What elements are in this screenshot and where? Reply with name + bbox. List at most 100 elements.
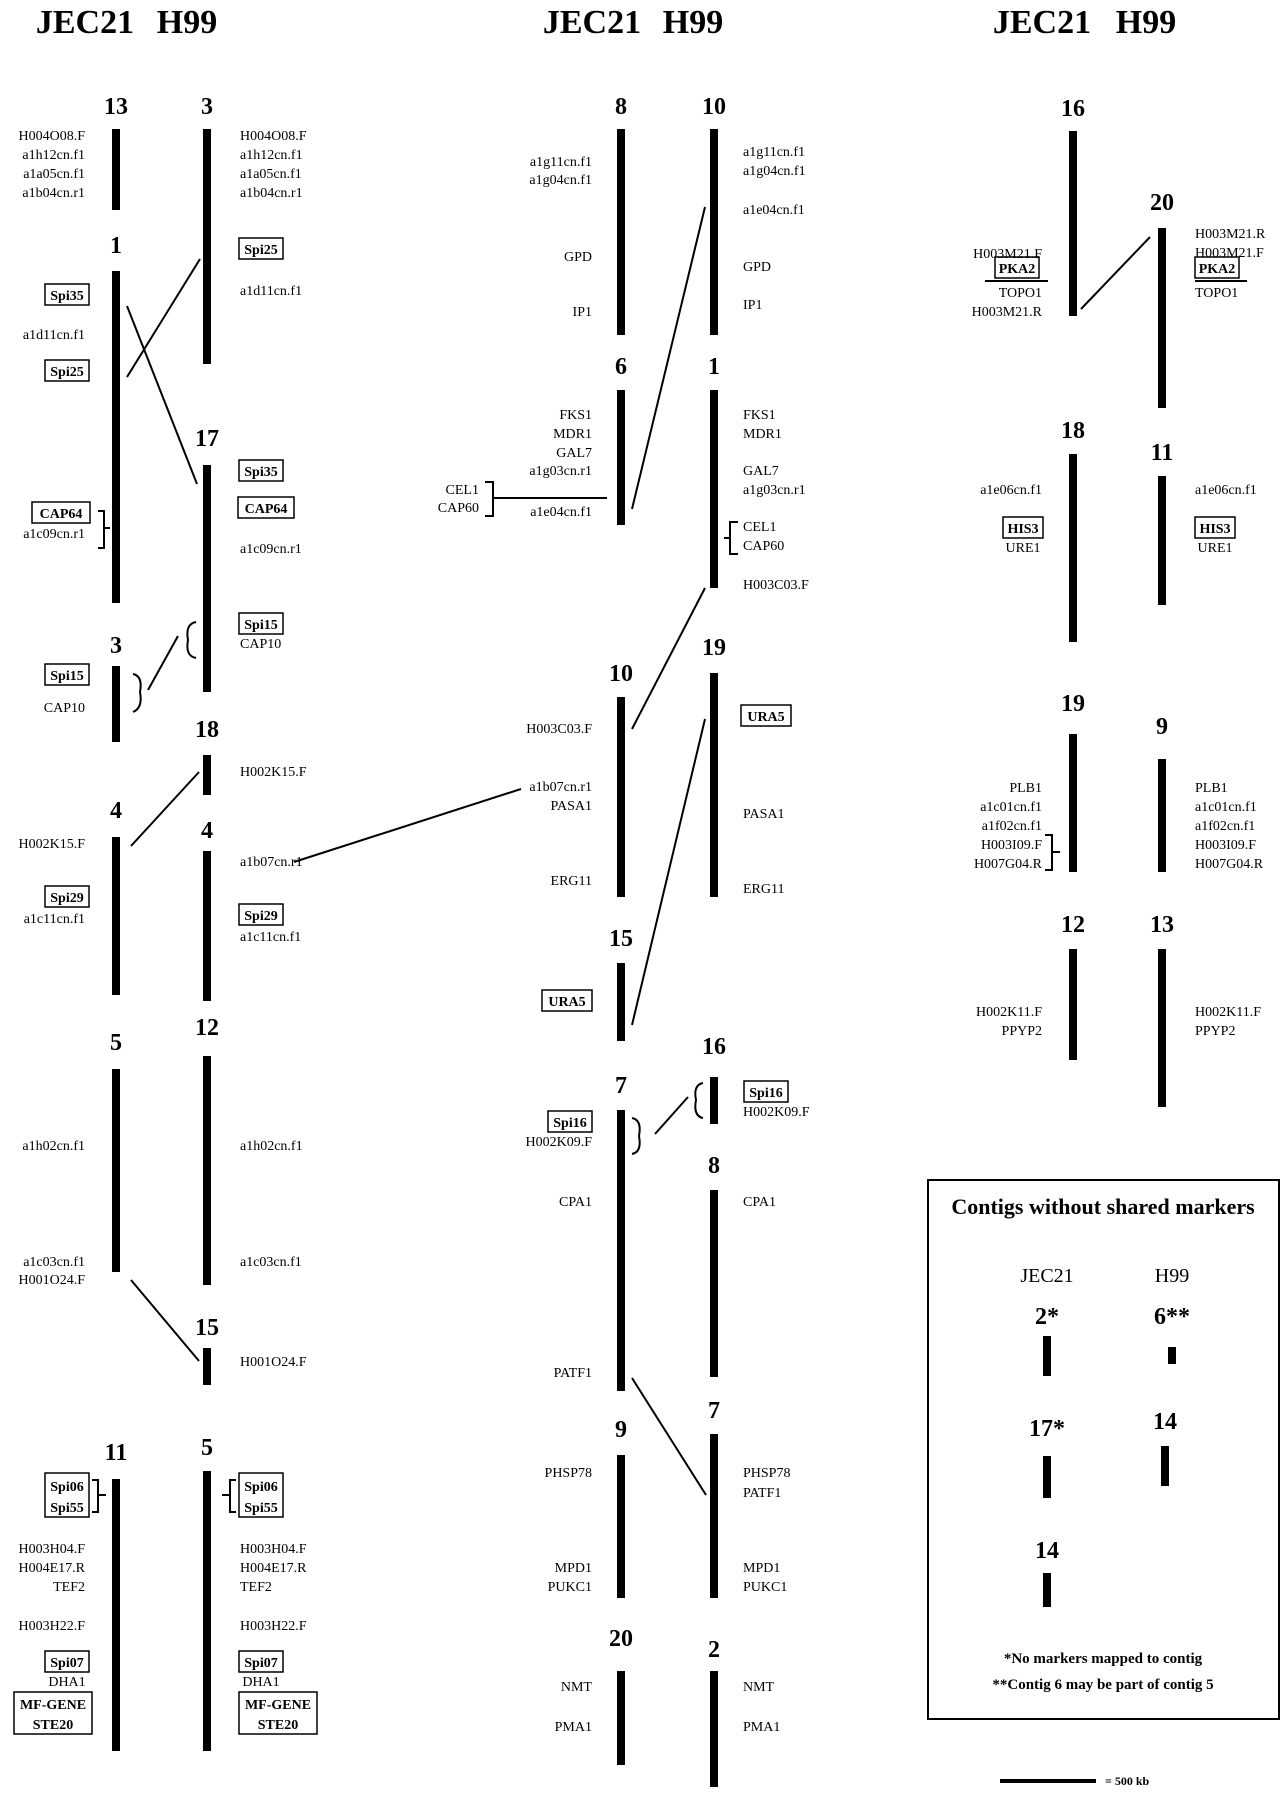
marker-label: DHA1 bbox=[48, 1675, 85, 1690]
marker-label: H002K15.F bbox=[240, 765, 307, 780]
contig-bar bbox=[710, 1671, 718, 1787]
marker-label: CPA1 bbox=[559, 1195, 592, 1210]
marker-label: IP1 bbox=[573, 305, 592, 320]
contig-bar bbox=[617, 697, 625, 897]
spi55-label: Spi55 bbox=[244, 1501, 277, 1516]
contig-number: 11 bbox=[1151, 440, 1174, 466]
scale-bar bbox=[1000, 1779, 1096, 1783]
marker-label: H004O08.F bbox=[18, 129, 85, 144]
spi07-label: Spi07 bbox=[50, 1656, 83, 1671]
marker-label: TEF2 bbox=[240, 1580, 272, 1595]
marker-label: CAP60 bbox=[438, 501, 479, 516]
marker-label: TOPO1 bbox=[999, 286, 1042, 301]
marker-label: PASA1 bbox=[743, 807, 785, 822]
bracket bbox=[485, 481, 494, 517]
marker-label: a1h12cn.f1 bbox=[22, 148, 85, 163]
contig-bar bbox=[203, 465, 211, 692]
brace bbox=[132, 673, 142, 713]
header-h99: H99 bbox=[157, 4, 217, 41]
contig-number: 15 bbox=[195, 1315, 219, 1341]
marker-label: PLB1 bbox=[1195, 781, 1228, 796]
scale-bar-label: = 500 kb bbox=[1105, 1774, 1150, 1788]
connector-line bbox=[126, 258, 201, 378]
header-jec21: JEC21 bbox=[993, 4, 1091, 41]
connector-line bbox=[631, 587, 706, 730]
marker-label: H001O24.F bbox=[18, 1273, 85, 1288]
contig-bar bbox=[1158, 228, 1166, 408]
contig-number: 9 bbox=[615, 1417, 627, 1443]
cap64-label: CAP64 bbox=[40, 507, 83, 522]
spi06-spi55-box bbox=[238, 1472, 284, 1518]
spi25-label: Spi25 bbox=[244, 243, 277, 258]
contig-number: 6 bbox=[615, 354, 627, 380]
brace bbox=[186, 621, 197, 659]
contig-number: 5 bbox=[110, 1030, 122, 1056]
marker-label: H004O08.F bbox=[240, 129, 307, 144]
marker-label: a1a05cn.f1 bbox=[23, 167, 85, 182]
spi55-label: Spi55 bbox=[50, 1501, 83, 1516]
contig-number: 12 bbox=[1061, 912, 1085, 938]
spi16-label-box bbox=[547, 1110, 593, 1133]
mf-gene-label: MF-GENE bbox=[20, 1698, 86, 1713]
marker-label: H003M21.R bbox=[1195, 227, 1266, 242]
spi06-label: Spi06 bbox=[244, 1480, 277, 1495]
marker-label: a1f02cn.f1 bbox=[982, 819, 1042, 834]
brace bbox=[631, 1117, 641, 1155]
spi35-label: Spi35 bbox=[50, 289, 83, 304]
contig-number: 11 bbox=[105, 1440, 128, 1466]
marker-label: a1e06cn.f1 bbox=[1195, 483, 1257, 498]
contig-bar bbox=[710, 129, 718, 335]
spi29-label-box bbox=[44, 885, 90, 908]
contig-number: 12 bbox=[195, 1015, 219, 1041]
cap64-label-box bbox=[31, 501, 91, 524]
header-h99: H99 bbox=[1116, 4, 1176, 41]
brace bbox=[694, 1082, 704, 1119]
marker-label: a1c03cn.f1 bbox=[240, 1255, 302, 1270]
contig-bar bbox=[1069, 734, 1077, 872]
spi29-label: Spi29 bbox=[244, 909, 277, 924]
spi06-label: Spi06 bbox=[50, 1480, 83, 1495]
legend-contig-bar bbox=[1043, 1336, 1051, 1376]
marker-label: NMT bbox=[561, 1680, 593, 1695]
marker-label: H001O24.F bbox=[240, 1355, 307, 1370]
marker-label: H003H04.F bbox=[18, 1542, 85, 1557]
contig-number: 16 bbox=[1061, 96, 1085, 122]
contig-bar bbox=[617, 129, 625, 335]
marker-label: a1c01cn.f1 bbox=[1195, 800, 1257, 815]
marker-label: DHA1 bbox=[242, 1675, 279, 1690]
contig-number: 7 bbox=[615, 1073, 627, 1099]
marker-label: MPD1 bbox=[555, 1561, 592, 1576]
spi29-label: Spi29 bbox=[50, 891, 83, 906]
contig-number: 17 bbox=[195, 426, 219, 452]
spi35-label-box bbox=[238, 459, 284, 482]
marker-label: PMA1 bbox=[743, 1720, 780, 1735]
contig-bar bbox=[203, 1056, 211, 1285]
contig-number: 20 bbox=[1150, 190, 1174, 216]
marker-label: a1c01cn.f1 bbox=[980, 800, 1042, 815]
contig-number: 3 bbox=[110, 633, 122, 659]
mf-gene-ste20-box bbox=[13, 1691, 93, 1735]
marker-label: H003I09.F bbox=[981, 838, 1042, 853]
marker-label: a1b07cn.r1 bbox=[529, 780, 592, 795]
marker-label: GPD bbox=[743, 260, 771, 275]
marker-label: a1g04cn.f1 bbox=[743, 164, 806, 179]
legend-note-1: *No markers mapped to contig bbox=[1004, 1651, 1203, 1667]
marker-label: a1g03cn.r1 bbox=[743, 483, 806, 498]
his3-label: HIS3 bbox=[1199, 522, 1230, 537]
contig-number: 7 bbox=[708, 1398, 720, 1424]
contig-number: 2 bbox=[708, 1637, 720, 1663]
marker-label: TOPO1 bbox=[1195, 286, 1238, 301]
pka2-label-box bbox=[1194, 256, 1240, 279]
legend-contig-bar bbox=[1161, 1446, 1169, 1486]
contig-bar bbox=[112, 1069, 120, 1272]
marker-label: PUKC1 bbox=[743, 1580, 787, 1595]
contig-number: 9 bbox=[1156, 714, 1168, 740]
marker-label: a1b07cn.r1 bbox=[240, 855, 303, 870]
marker-label: FKS1 bbox=[559, 408, 592, 423]
legend-box bbox=[927, 1179, 1280, 1720]
contig-bar bbox=[1069, 131, 1077, 316]
contig-number: 8 bbox=[708, 1153, 720, 1179]
contig-bar bbox=[1158, 759, 1166, 872]
marker-label: H002K11.F bbox=[976, 1005, 1042, 1020]
